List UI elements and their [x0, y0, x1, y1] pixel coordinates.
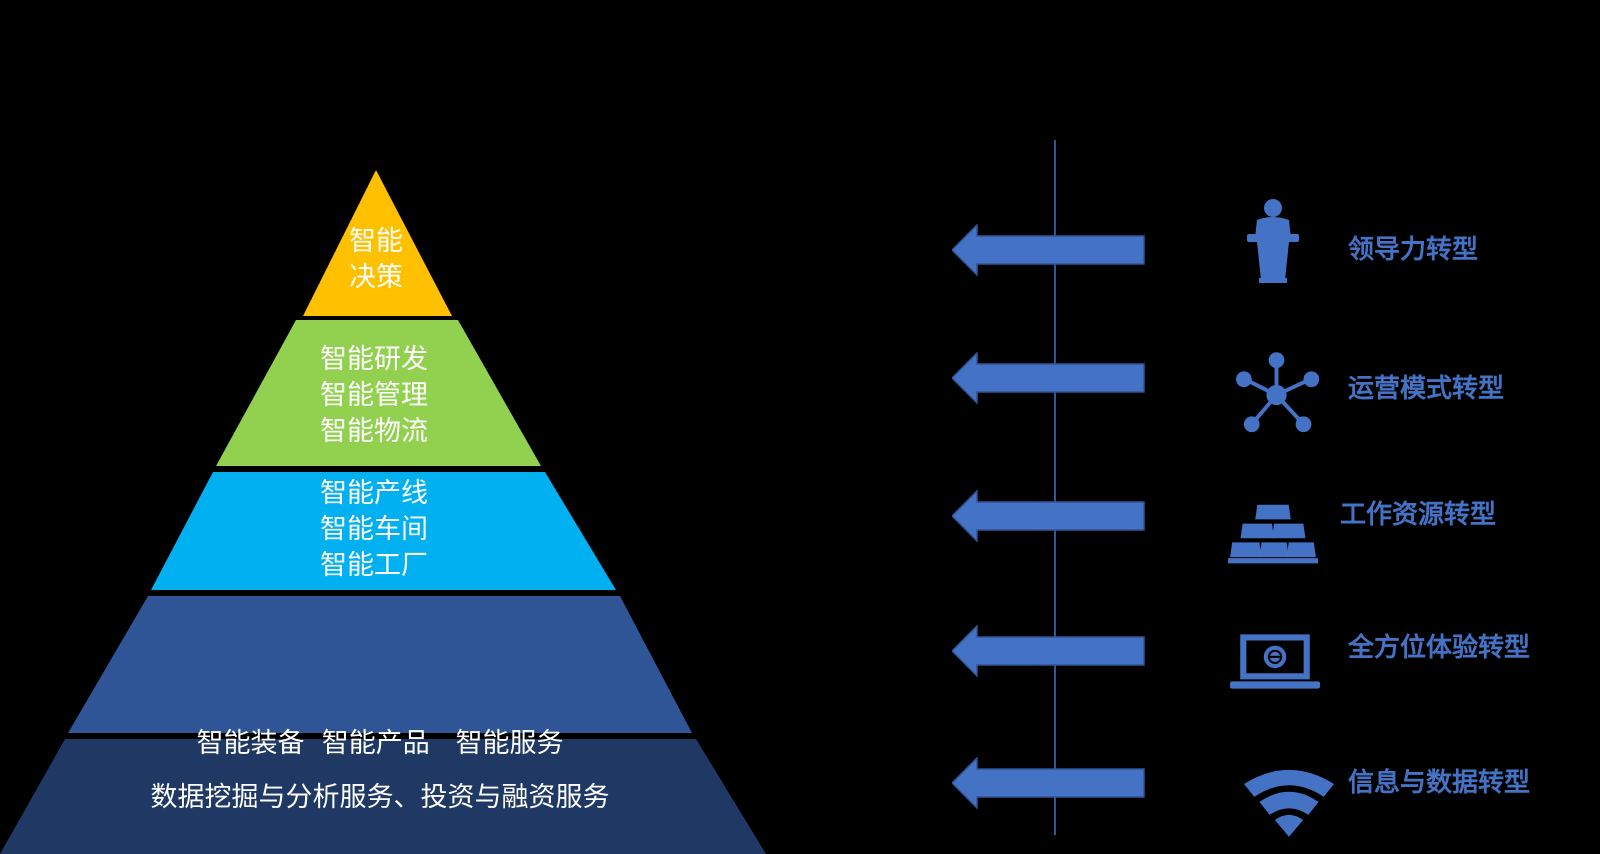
layer-line: 智能管理 — [320, 380, 428, 411]
pyramid-layer-top — [303, 170, 452, 316]
arrow-2 — [952, 352, 1145, 404]
label-experience-transformation: 全方位体验转型 — [1348, 633, 1531, 663]
layer-text-base: 数据挖掘与分析服务、投资与融资服务 — [80, 780, 680, 816]
layer-line: 智能工厂 — [320, 550, 428, 581]
label-leadership-transformation: 领导力转型 — [1348, 235, 1479, 265]
speaker-podium-icon — [1247, 199, 1299, 283]
network-hub-icon — [1236, 352, 1320, 433]
pyramid-layer-fourth — [68, 596, 692, 733]
arrow-3 — [952, 490, 1145, 542]
pyramid-layer-base — [0, 739, 766, 854]
arrow-1 — [952, 224, 1145, 276]
layer-line: 智能物流 — [320, 416, 428, 447]
layer-line: 智能研发 — [320, 344, 428, 375]
layer-line: 决策 — [349, 262, 403, 293]
label-work-resources-transformation: 工作资源转型 — [1340, 500, 1497, 530]
arrow-5 — [952, 757, 1145, 809]
layer-text-second: 智能研发 智能管理 智能物流 — [294, 342, 454, 450]
laptop-icon — [1230, 634, 1320, 689]
gold-bars-icon — [1228, 504, 1318, 564]
layer-line: 智能装备 智能产品 智能服务 — [196, 728, 564, 759]
layer-line: 智能产线 — [320, 478, 428, 509]
layer-line: 数据挖掘与分析服务、投资与融资服务 — [150, 782, 610, 813]
wifi-signal-icon — [1244, 769, 1334, 837]
arrow-4 — [952, 625, 1145, 677]
label-operating-model-transformation: 运营模式转型 — [1348, 374, 1505, 404]
layer-text-fourth: 智能装备 智能产品 智能服务 — [150, 654, 610, 834]
layer-text-top: 智能 决策 — [326, 224, 426, 296]
label-information-data-transformation: 信息与数据转型 — [1348, 768, 1531, 798]
layer-line: 智能 — [349, 226, 403, 257]
layer-text-third: 智能产线 智能车间 智能工厂 — [294, 476, 454, 584]
pyramid-layer-third — [151, 472, 616, 590]
pyramid-layer-second — [216, 320, 541, 466]
layer-line: 智能车间 — [320, 514, 428, 545]
